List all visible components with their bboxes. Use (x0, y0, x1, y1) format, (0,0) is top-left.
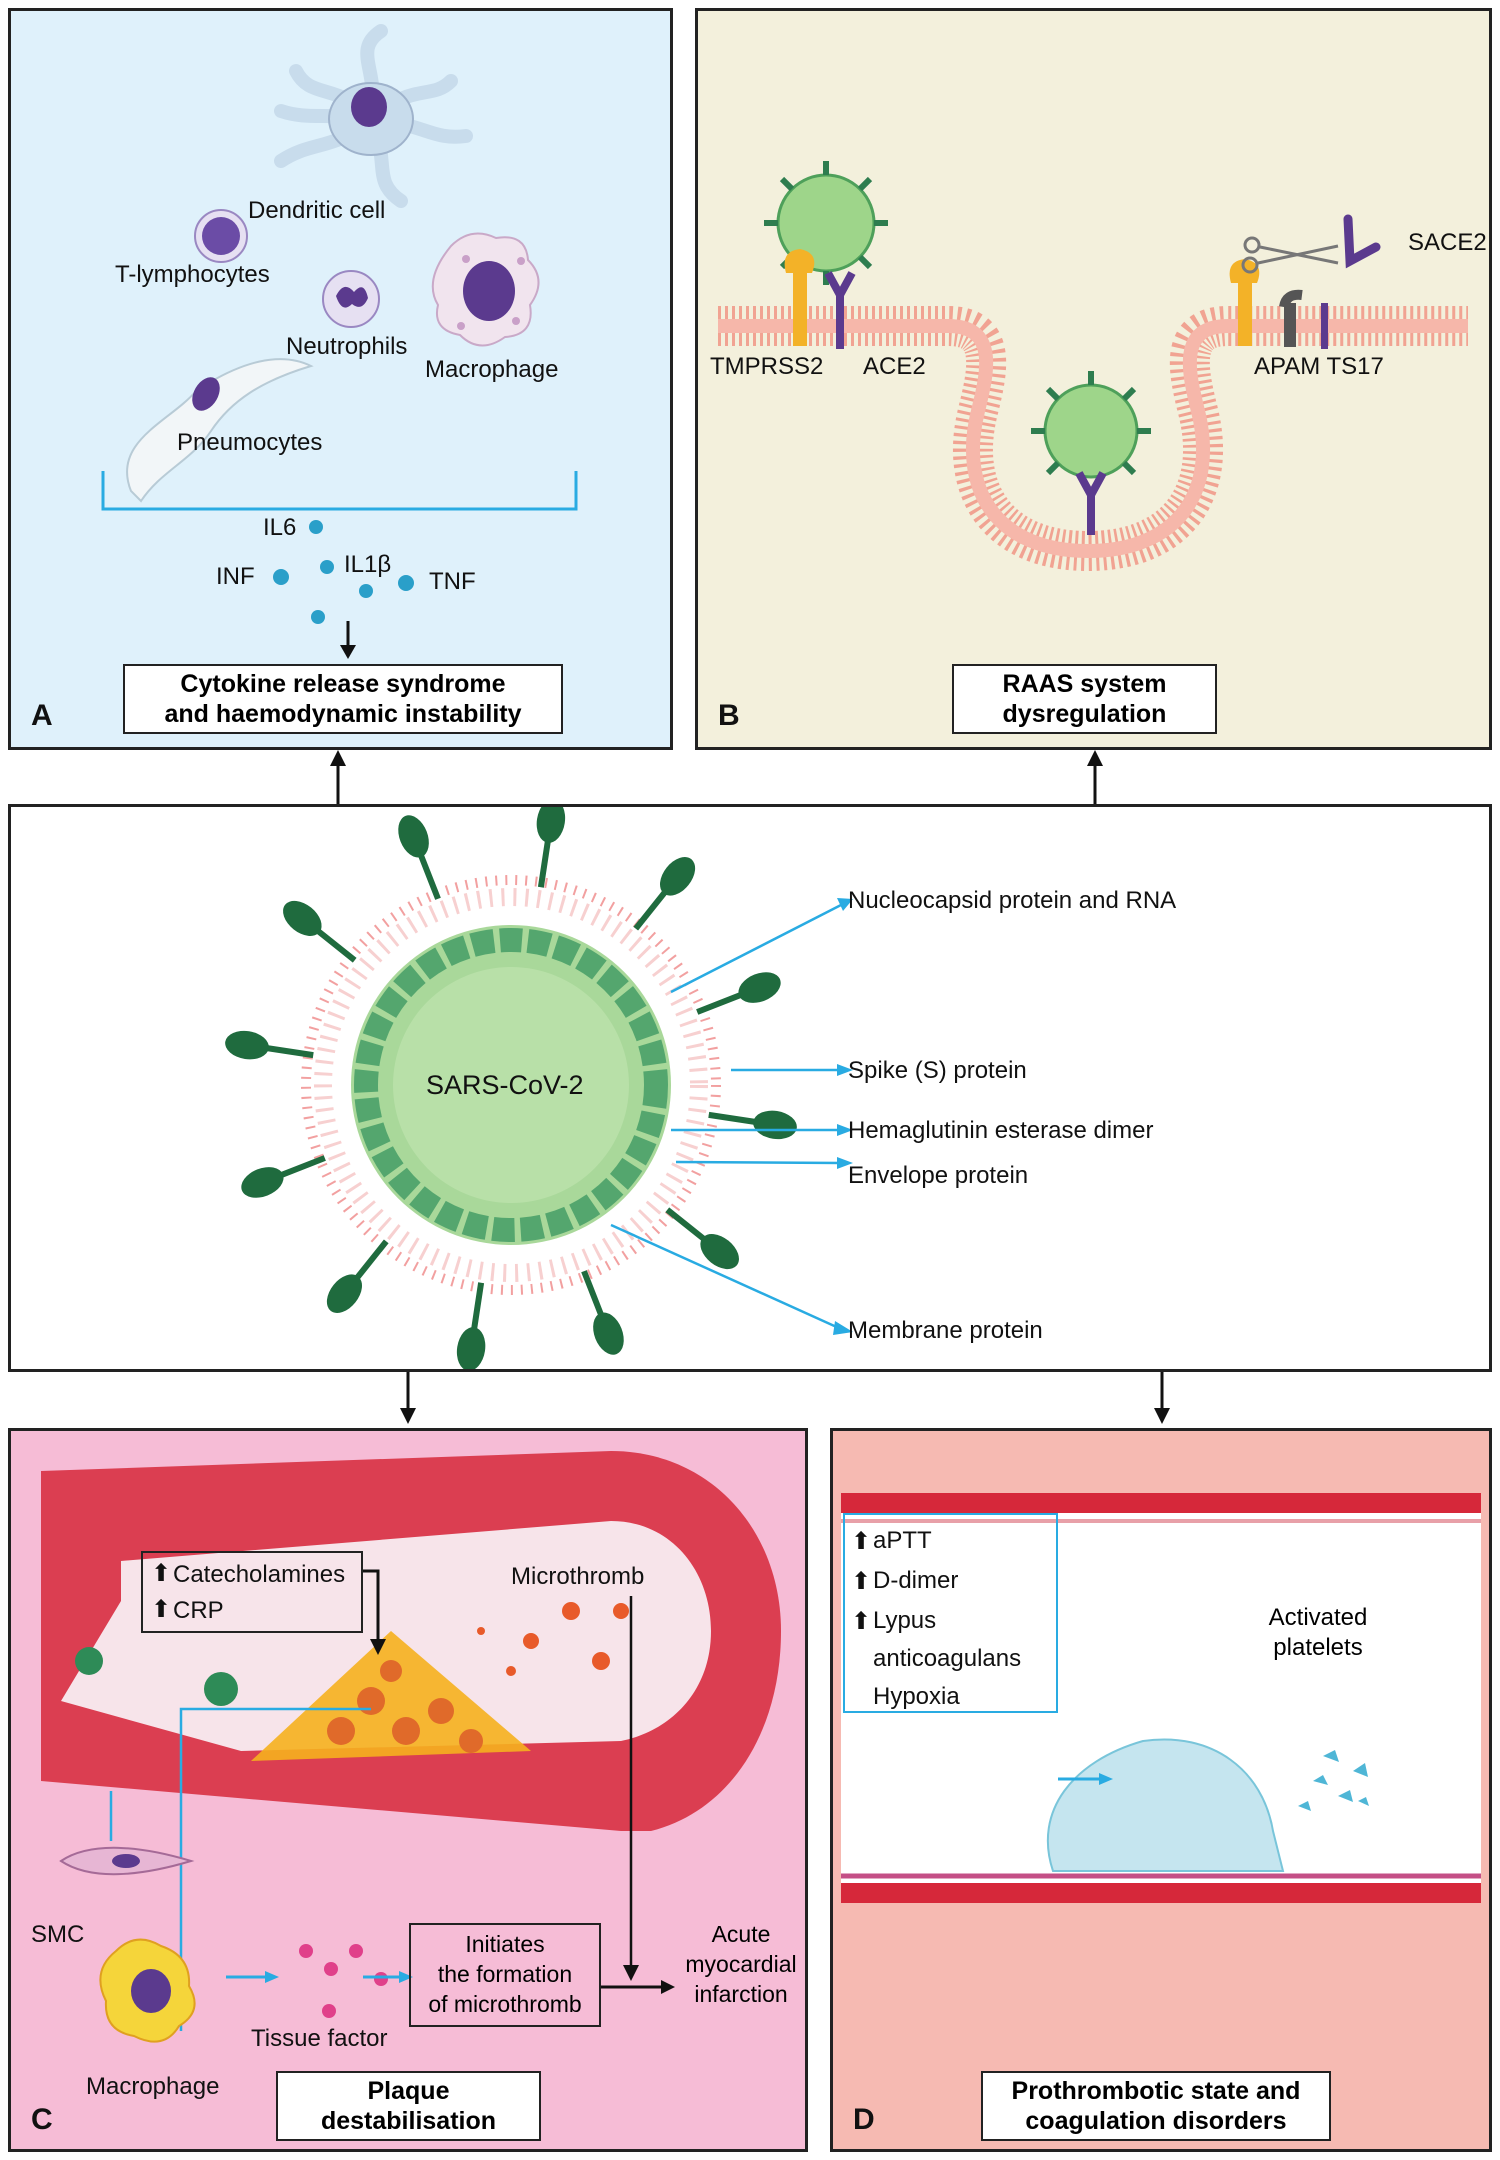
label-il1b: IL1β (344, 551, 392, 578)
spike-head (326, 1274, 362, 1313)
dendritic-cell-icon (274, 24, 473, 208)
t-lymphocyte-icon (194, 209, 248, 263)
marker-box-d (843, 1513, 1058, 1713)
spike-head (738, 972, 781, 1003)
label-pneumocytes: Pneumocytes (177, 429, 323, 456)
label-hypoxia: Hypoxia (873, 1683, 960, 1710)
spike-head (700, 1234, 739, 1270)
label-t-lymphocytes: T-lymphocytes (115, 261, 270, 288)
up-arrow-icon: ⬆ (851, 1608, 872, 1635)
neutrophil-icon (322, 270, 380, 328)
panel-plaque-destabilisation: Catecholamines CRP ⬆ ⬆ Microthromb SMC M… (8, 1428, 808, 2152)
pointer-lines (610, 903, 842, 1331)
panel-b-illustration (718, 161, 1468, 572)
ace2-stalk-icon (1321, 303, 1328, 349)
virus-endocytosis-icon (1031, 371, 1151, 535)
label-spike: Spike (S) protein (848, 1057, 1027, 1084)
label-lupus-2: anticoagulans (873, 1645, 1022, 1672)
macrophage-plaque-icon (99, 1938, 196, 2043)
label-crp: CRP (173, 1597, 224, 1624)
label-macrophage-c: Macrophage (86, 2073, 220, 2100)
panel-d-illustration (841, 1493, 1481, 1903)
virus-label: SARS-CoV-2 (426, 1070, 584, 1100)
pneumocyte-icon (126, 358, 314, 503)
label-smc: SMC (31, 1921, 85, 1948)
vessel-wall-top (841, 1493, 1481, 1513)
vessel-wall-bottom (841, 1883, 1481, 1903)
label-tmprss2: TMPRSS2 (710, 353, 824, 380)
activated-platelets-label: Activated platelets (1268, 1604, 1368, 1661)
label-adam17: APAM TS17 (1254, 353, 1384, 380)
adam17-icon (1279, 289, 1303, 347)
panel-a-title: Cytokine release syndrome and haemodynam… (123, 664, 563, 734)
label-tissue-factor: Tissue factor (251, 2025, 388, 2052)
label-inf: INF (216, 563, 255, 590)
clot-icon (1046, 1738, 1285, 1872)
panel-b-letter: B (718, 699, 740, 732)
panel-d-letter: D (853, 2103, 875, 2136)
sars-cov-2-virion-icon (301, 875, 721, 1295)
panel-virus-structure: SARS-CoV-2 Nucleocapsid protein and RNA … (8, 804, 1492, 1372)
panel-a-letter: A (31, 699, 53, 732)
panel-a-illustration (101, 24, 578, 659)
panel-c-title: Plaque destabilisation (276, 2071, 541, 2141)
label-envelope: Envelope protein (848, 1162, 1029, 1189)
tmprss2-receptor-icon (784, 249, 815, 346)
spike-head (283, 900, 322, 936)
macrophage-icon (431, 232, 540, 347)
spike-head (536, 807, 566, 843)
panel-b-title: RAAS system dysregulation (952, 664, 1217, 734)
label-catecholamines: Catecholamines (173, 1561, 346, 1588)
label-dendritic-cell: Dendritic cell (248, 197, 386, 224)
label-ddimer: D-dimer (873, 1567, 959, 1594)
platelets-icon (1298, 1750, 1369, 1811)
label-ace2: ACE2 (863, 353, 926, 380)
marker-box-c: Catecholamines CRP ⬆ ⬆ (141, 1551, 363, 1633)
label-nucleocapsid: Nucleocapsid protein and RNA (848, 887, 1177, 914)
plaque (251, 1631, 531, 1761)
label-hemagglutinin: Hemaglutinin esterase dimer (848, 1117, 1154, 1144)
label-il6: IL6 (263, 514, 297, 541)
virus-small-icon-2 (204, 1672, 238, 1706)
ami-label: Acute myocardial infarction (685, 1921, 797, 2007)
virus-bound-icon (764, 161, 888, 285)
panel-c-illustration (41, 1451, 781, 2043)
panel-c-letter: C (31, 2103, 53, 2136)
label-sace2: SACE2 (1408, 229, 1487, 256)
spike-head (753, 1110, 797, 1140)
panel-prothrombotic: ⬆ aPTT ⬆ D-dimer ⬆ Lypus anticoagulans H… (830, 1428, 1492, 2152)
panel-cytokine-release: Dendritic cell T-lymphocytes Neutrophils… (8, 8, 673, 750)
label-microthromb: Microthromb (511, 1563, 645, 1590)
panel-raas: TMPRSS2 ACE2 SACE2 APAM TS17 RAAS system… (695, 8, 1492, 750)
spike-head (593, 1312, 624, 1355)
spike-head (398, 815, 429, 858)
virus-small-icon (75, 1647, 103, 1675)
up-arrow-icon: ⬆ (151, 1560, 172, 1587)
panel-d-title: Prothrombotic state and coagulation diso… (981, 2071, 1331, 2141)
spike-head (241, 1167, 284, 1198)
spike-head (456, 1327, 486, 1369)
label-lupus-1: Lypus (873, 1607, 937, 1634)
label-neutrophils: Neutrophils (286, 333, 408, 360)
label-membrane: Membrane protein (848, 1317, 1043, 1344)
initiates-box: Initiates the formation of microthromb (409, 1923, 601, 2027)
up-arrow-icon: ⬆ (851, 1568, 872, 1595)
label-macrophage: Macrophage (425, 356, 559, 383)
spike-head (660, 857, 696, 896)
spike-head (225, 1030, 269, 1060)
label-tnf: TNF (429, 568, 476, 595)
ace2-receptor-icon (824, 271, 856, 349)
sace2-icon (1343, 214, 1381, 269)
spike-proteins-icon (225, 807, 797, 1369)
scissors-icon (1241, 236, 1339, 274)
label-aptt: aPTT (873, 1527, 932, 1554)
virus-structure-illustration (225, 807, 853, 1369)
up-arrow-icon: ⬆ (851, 1528, 872, 1555)
up-arrow-icon: ⬆ (151, 1596, 172, 1623)
